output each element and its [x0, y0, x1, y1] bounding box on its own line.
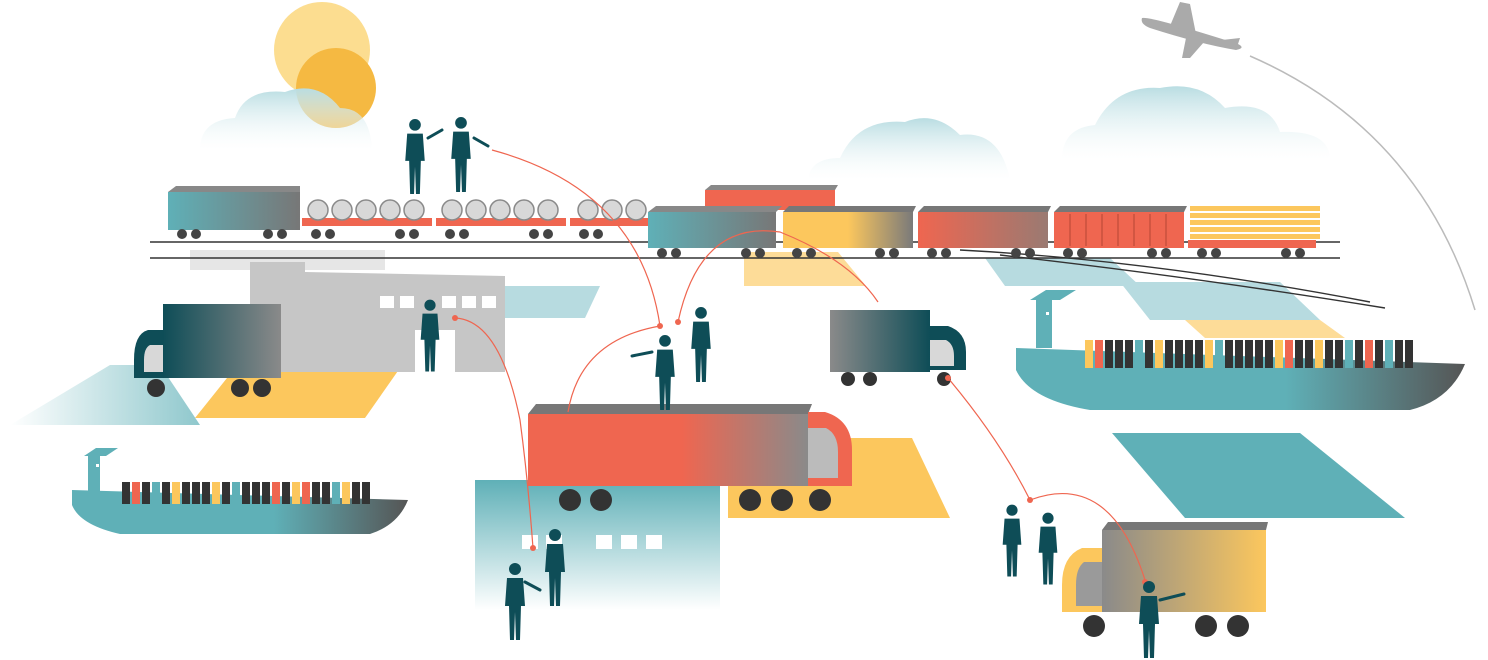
train-icon [168, 185, 838, 239]
person-icon [405, 118, 425, 195]
person-icon [1002, 504, 1022, 577]
cloud-icon [200, 88, 372, 150]
cloud-icon [1062, 86, 1330, 160]
warehouse-icon [250, 262, 505, 372]
ground-patch [1112, 433, 1405, 518]
truck-icon [830, 310, 966, 386]
truck-icon [134, 304, 281, 397]
train-icon [648, 206, 1320, 258]
airplane-icon [1141, 2, 1242, 58]
truck-icon [1062, 522, 1268, 637]
person-icon [1038, 512, 1058, 585]
person-icon [691, 306, 711, 383]
sun-icon [274, 2, 376, 128]
person-icon [451, 116, 471, 193]
person-icon [655, 334, 675, 411]
truck-icon [528, 404, 852, 511]
ground-patch [195, 368, 400, 418]
cargo-ship-icon [1016, 290, 1465, 410]
cloud-icon [808, 118, 1010, 180]
cargo-ship-icon [72, 448, 408, 534]
connection-lines [454, 149, 1146, 581]
